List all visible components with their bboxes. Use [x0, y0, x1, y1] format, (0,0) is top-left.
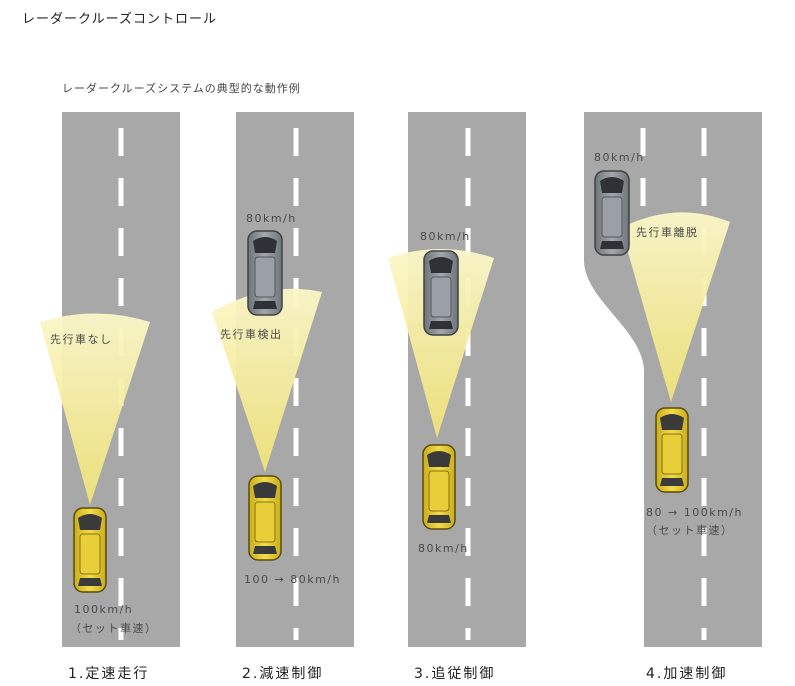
scenario-3-following: 80km/h 80km/h 3.追従制御: [388, 112, 526, 682]
scenario-2-deceleration: 80km/h 先行車検出 100 → 80km/h 2.減速制御: [212, 112, 354, 682]
own-car-3: [422, 444, 456, 530]
own-note-1: （セット車速）: [70, 621, 158, 635]
radar-label-lead-departed: 先行車離脱: [636, 225, 699, 239]
lead-car-4: [594, 170, 630, 256]
own-speed-3: 80km/h: [418, 542, 469, 555]
page-title: レーダークルーズコントロール: [22, 12, 217, 27]
own-speed-2: 100 → 80km/h: [244, 573, 341, 586]
lead-speed-4: 80km/h: [594, 151, 645, 164]
scenario-4-acceleration: 80km/h 先行車離脱 80 → 100km/h （セット車速） 4.加速制御: [584, 112, 762, 682]
own-speed-1: 100km/h: [74, 603, 133, 616]
caption-2: 2.減速制御: [242, 665, 323, 682]
own-car-1: [73, 507, 107, 593]
radar-beam-2: [212, 288, 322, 472]
radar-label-no-lead: 先行車なし: [50, 332, 113, 346]
radar-beam-3: [388, 249, 494, 438]
caption-1: 1.定速走行: [68, 666, 149, 682]
radar-beam-1: [40, 313, 150, 505]
lead-car-3: [423, 250, 459, 336]
lead-speed-2: 80km/h: [246, 212, 297, 225]
own-car-4: [655, 407, 689, 493]
own-note-4: （セット車速）: [646, 523, 734, 537]
lead-speed-3: 80km/h: [420, 230, 471, 243]
caption-3: 3.追従制御: [414, 666, 495, 682]
radar-beam-4: [621, 212, 730, 402]
scenario-1-constant-speed: 先行車なし 100km/h （セット車速） 1.定速走行: [40, 112, 180, 682]
radar-label-lead-detected: 先行車検出: [220, 327, 283, 341]
diagram-subtitle: レーダークルーズシステムの典型的な動作例: [62, 82, 301, 95]
caption-4: 4.加速制御: [646, 666, 727, 682]
own-speed-4: 80 → 100km/h: [646, 506, 743, 519]
lead-car-2: [247, 230, 283, 316]
own-car-2: [248, 475, 282, 561]
